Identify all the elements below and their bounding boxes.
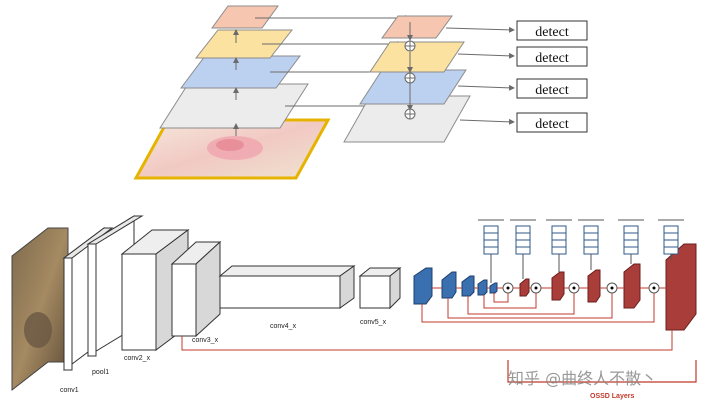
input-image-cat xyxy=(11,227,69,392)
conv3-label: conv3_x xyxy=(192,337,219,344)
detection-head-6 xyxy=(658,219,684,260)
detection-head-1 xyxy=(478,219,504,283)
fpn-left-level-4 xyxy=(211,5,279,29)
detect-box-3: detect xyxy=(516,78,588,99)
detection-head-3 xyxy=(546,219,572,272)
merge-node xyxy=(404,72,416,84)
fpn-right-level-4 xyxy=(381,15,453,39)
conv2-label: conv2_x xyxy=(124,355,151,362)
conv3-block xyxy=(170,240,222,338)
svg-text:detect: detect xyxy=(535,51,569,66)
detection-head-2 xyxy=(510,219,536,279)
ossd-red-blocks xyxy=(519,243,697,331)
conv4-label: conv4_x xyxy=(270,323,297,330)
merge-node xyxy=(404,108,416,120)
fpn-diagram: detect detect detect detect xyxy=(133,5,588,180)
merge-node xyxy=(404,40,416,52)
svg-text:detect: detect xyxy=(535,83,569,98)
svg-text:detect: detect xyxy=(535,25,569,40)
ossd-blue-blocks xyxy=(413,267,498,305)
detection-head-5 xyxy=(618,219,644,264)
fpn-right-level-3 xyxy=(369,41,465,73)
watermark: 知乎 @曲终人不散丶 xyxy=(508,369,657,388)
backbone-diagram: conv1 pool1 conv2_x conv3_x conv4_x xyxy=(11,215,697,400)
pool1-label: pool1 xyxy=(92,369,109,376)
detect-box-1: detect xyxy=(516,20,588,41)
ossd-connectors xyxy=(181,287,697,383)
ossd-detection-heads xyxy=(478,219,684,283)
svg-text:detect: detect xyxy=(535,117,569,132)
detect-box-4: detect xyxy=(516,112,588,133)
fpn-left-level-3 xyxy=(194,29,294,59)
ossd-layers-label: OSSD Layers xyxy=(590,393,634,400)
conv1-label: conv1 xyxy=(60,387,79,394)
conv5-block xyxy=(358,266,402,310)
detection-head-4 xyxy=(578,219,604,270)
conv4-block xyxy=(218,265,356,309)
conv5-label: conv5_x xyxy=(360,319,387,326)
detect-box-2: detect xyxy=(516,46,588,67)
